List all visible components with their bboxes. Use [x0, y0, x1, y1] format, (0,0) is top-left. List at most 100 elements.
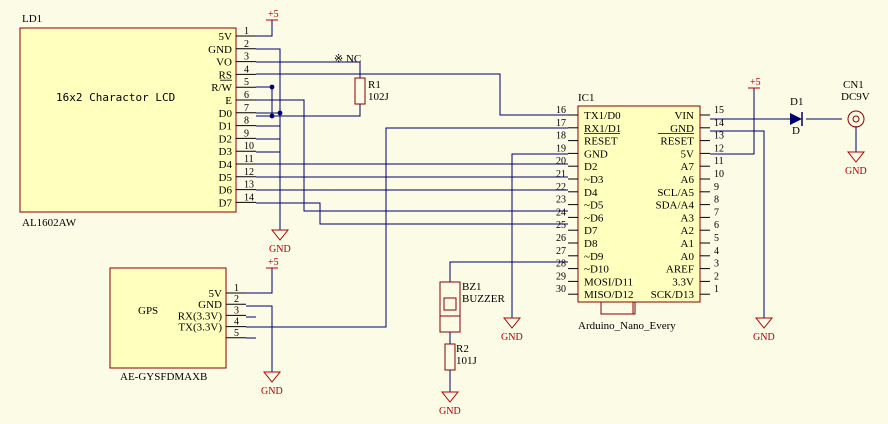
buzzer-value: BUZZER	[462, 293, 505, 305]
lcd-pin-name: R/W	[211, 82, 232, 94]
mcu-right-pin-number: 11	[714, 156, 724, 167]
wire-lcd-5v	[256, 20, 273, 37]
mcu-right-pin-number: 9	[714, 182, 719, 193]
mcu-right-pin-name: GND	[670, 123, 694, 135]
mcu-tab-box	[600, 301, 636, 315]
lcd-pin-name: D1	[219, 121, 232, 133]
r1-ref: R1	[368, 79, 381, 91]
mcu-left-pin-number: 25	[556, 220, 566, 231]
lcd-pin-number: 10	[244, 141, 254, 152]
gnd-label: GND	[269, 244, 291, 255]
r1-value: 102J	[368, 91, 390, 103]
mcu-left-pin-name: ~D3	[584, 174, 604, 186]
wire-lcd-d7	[256, 202, 568, 225]
cn1-ref: CN1	[843, 79, 864, 91]
lcd-pin-number: 8	[244, 116, 249, 127]
wire-r1-bottom	[272, 104, 361, 117]
mcu-left-pin-number: 22	[556, 182, 566, 193]
buzzer-body[interactable]	[439, 281, 461, 333]
lcd-pin-name: D6	[219, 185, 233, 197]
gps-pin-number: 1	[234, 283, 239, 294]
lcd-pin-number: 5	[244, 77, 249, 88]
mcu-left-pin-name: TX1/D0	[584, 110, 621, 122]
gnd-symbol	[262, 371, 282, 383]
gps-pin-number: 2	[234, 294, 239, 305]
d1-value: D	[792, 125, 800, 137]
mcu-right-pin-name: 5V	[681, 148, 695, 160]
mcu-left-pin-number: 29	[556, 271, 566, 282]
gps-pin-name: 5V	[209, 288, 223, 300]
lcd-pin-name: D2	[219, 133, 232, 145]
mcu-left-pin-name: D7	[584, 225, 598, 237]
mcu-left-pin-number: 21	[556, 169, 566, 180]
lcd-pin-number: 6	[244, 90, 249, 101]
gnd-symbol	[270, 229, 290, 241]
lcd-pin-name: D4	[219, 159, 233, 171]
mcu-left-pin-number: 24	[556, 207, 566, 218]
mcu-right-pin-name: A1	[681, 238, 694, 250]
mcu-left-pin-name: GND	[584, 148, 608, 160]
mcu-right-pin-number: 1	[714, 284, 719, 295]
d1-ref: D1	[790, 96, 803, 108]
r2-ref: R2	[456, 343, 469, 355]
mcu-right-pin-name: A3	[681, 212, 695, 224]
mcu-right-pin-number: 8	[714, 195, 719, 206]
lcd-pin-number: 11	[244, 154, 254, 165]
mcu-left-pin-number: 28	[556, 259, 566, 270]
lcd-pin-number: 7	[244, 103, 249, 114]
lcd-pin-name: 5V	[219, 31, 233, 43]
lcd-body[interactable]	[19, 27, 237, 213]
lcd-pin-number: 9	[244, 128, 249, 139]
gps-body[interactable]	[109, 267, 227, 369]
lcd-pin-name: D7	[219, 197, 233, 209]
lcd-part: AL1602AW	[22, 217, 77, 229]
mcu-left-pin-name: RESET	[584, 136, 618, 148]
mcu-right-pin-name: A0	[681, 251, 695, 263]
diode-icon[interactable]	[790, 113, 802, 125]
r2-body[interactable]	[444, 343, 456, 371]
mcu-left-pin-name: MISO/D12	[584, 289, 634, 301]
wire-lcd-gnd	[256, 48, 281, 230]
mcu-right-pin-name: SCK/D13	[651, 289, 695, 301]
mcu-left-pin-number: 27	[556, 246, 566, 257]
mcu-right-pin-name: A6	[681, 174, 695, 186]
mcu-left-pin-number: 23	[556, 195, 566, 206]
gps-pin-name: RX(3.3V)	[178, 310, 223, 322]
mcu-right-pin-number: 2	[714, 271, 719, 282]
mcu-left-pin-number: 20	[556, 156, 566, 167]
mcu-left-pin-name: ~D6	[584, 212, 604, 224]
buzzer-inner	[443, 297, 457, 311]
mcu-left-pin-name: ~D5	[584, 200, 604, 212]
mcu-right-pin-name: RESET	[660, 136, 694, 148]
wire-lcd-rw	[256, 86, 273, 117]
gnd-label: GND	[261, 386, 283, 397]
lcd-pin-name: D3	[219, 146, 233, 158]
wire-mcu-5v	[710, 88, 755, 155]
gnd-label: GND	[501, 332, 523, 343]
r1-body[interactable]	[354, 77, 366, 105]
wire-mcu-gnd2	[710, 130, 765, 318]
lcd-pin-name: VO	[216, 57, 232, 69]
r2-value: 101J	[456, 355, 478, 367]
lcd-title: 16x2 Charactor LCD	[56, 91, 175, 104]
dc-jack-icon[interactable]	[847, 110, 865, 128]
gps-pin-number: 4	[234, 317, 239, 328]
mcu-left-pin-name: MOSI/D11	[584, 276, 633, 288]
mcu-right-pin-name: A7	[681, 161, 695, 173]
mcu-left-pin-name: D4	[584, 187, 598, 199]
gnd-symbol	[846, 151, 866, 163]
wire-gps-5v	[246, 268, 273, 294]
plus5-label: +5	[750, 77, 761, 88]
mcu-body[interactable]	[577, 105, 701, 303]
wire-gps-tx	[246, 127, 568, 328]
mcu-right-pin-number: 10	[714, 169, 724, 180]
mcu-right-pin-name: SCL/A5	[657, 187, 694, 199]
mcu-left-pin-number: 17	[556, 118, 566, 129]
mcu-left-pin-name: D2	[584, 161, 597, 173]
mcu-right-pin-number: 7	[714, 207, 719, 218]
wire-mcu-gnd	[511, 153, 568, 318]
